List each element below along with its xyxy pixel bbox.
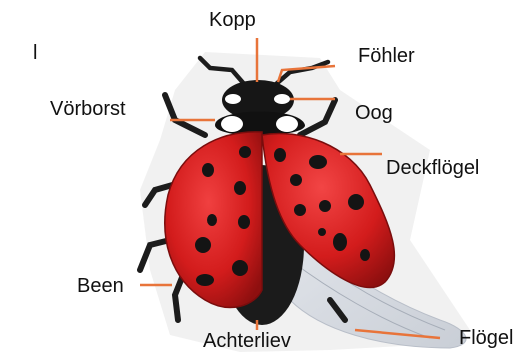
eye-left xyxy=(225,94,241,104)
label-abdomen: Achterliev xyxy=(203,331,291,351)
label-elytron: Deckflögel xyxy=(386,158,479,178)
eye-right xyxy=(274,94,290,104)
stray-mark: l xyxy=(33,43,37,63)
label-antenna: Föhler xyxy=(358,46,415,66)
label-wing: Flögel xyxy=(459,328,513,348)
label-leg: Been xyxy=(77,276,124,296)
label-pronotum: Vörborst xyxy=(50,99,126,119)
label-head: Kopp xyxy=(209,10,256,30)
label-eye: Oog xyxy=(355,103,393,123)
